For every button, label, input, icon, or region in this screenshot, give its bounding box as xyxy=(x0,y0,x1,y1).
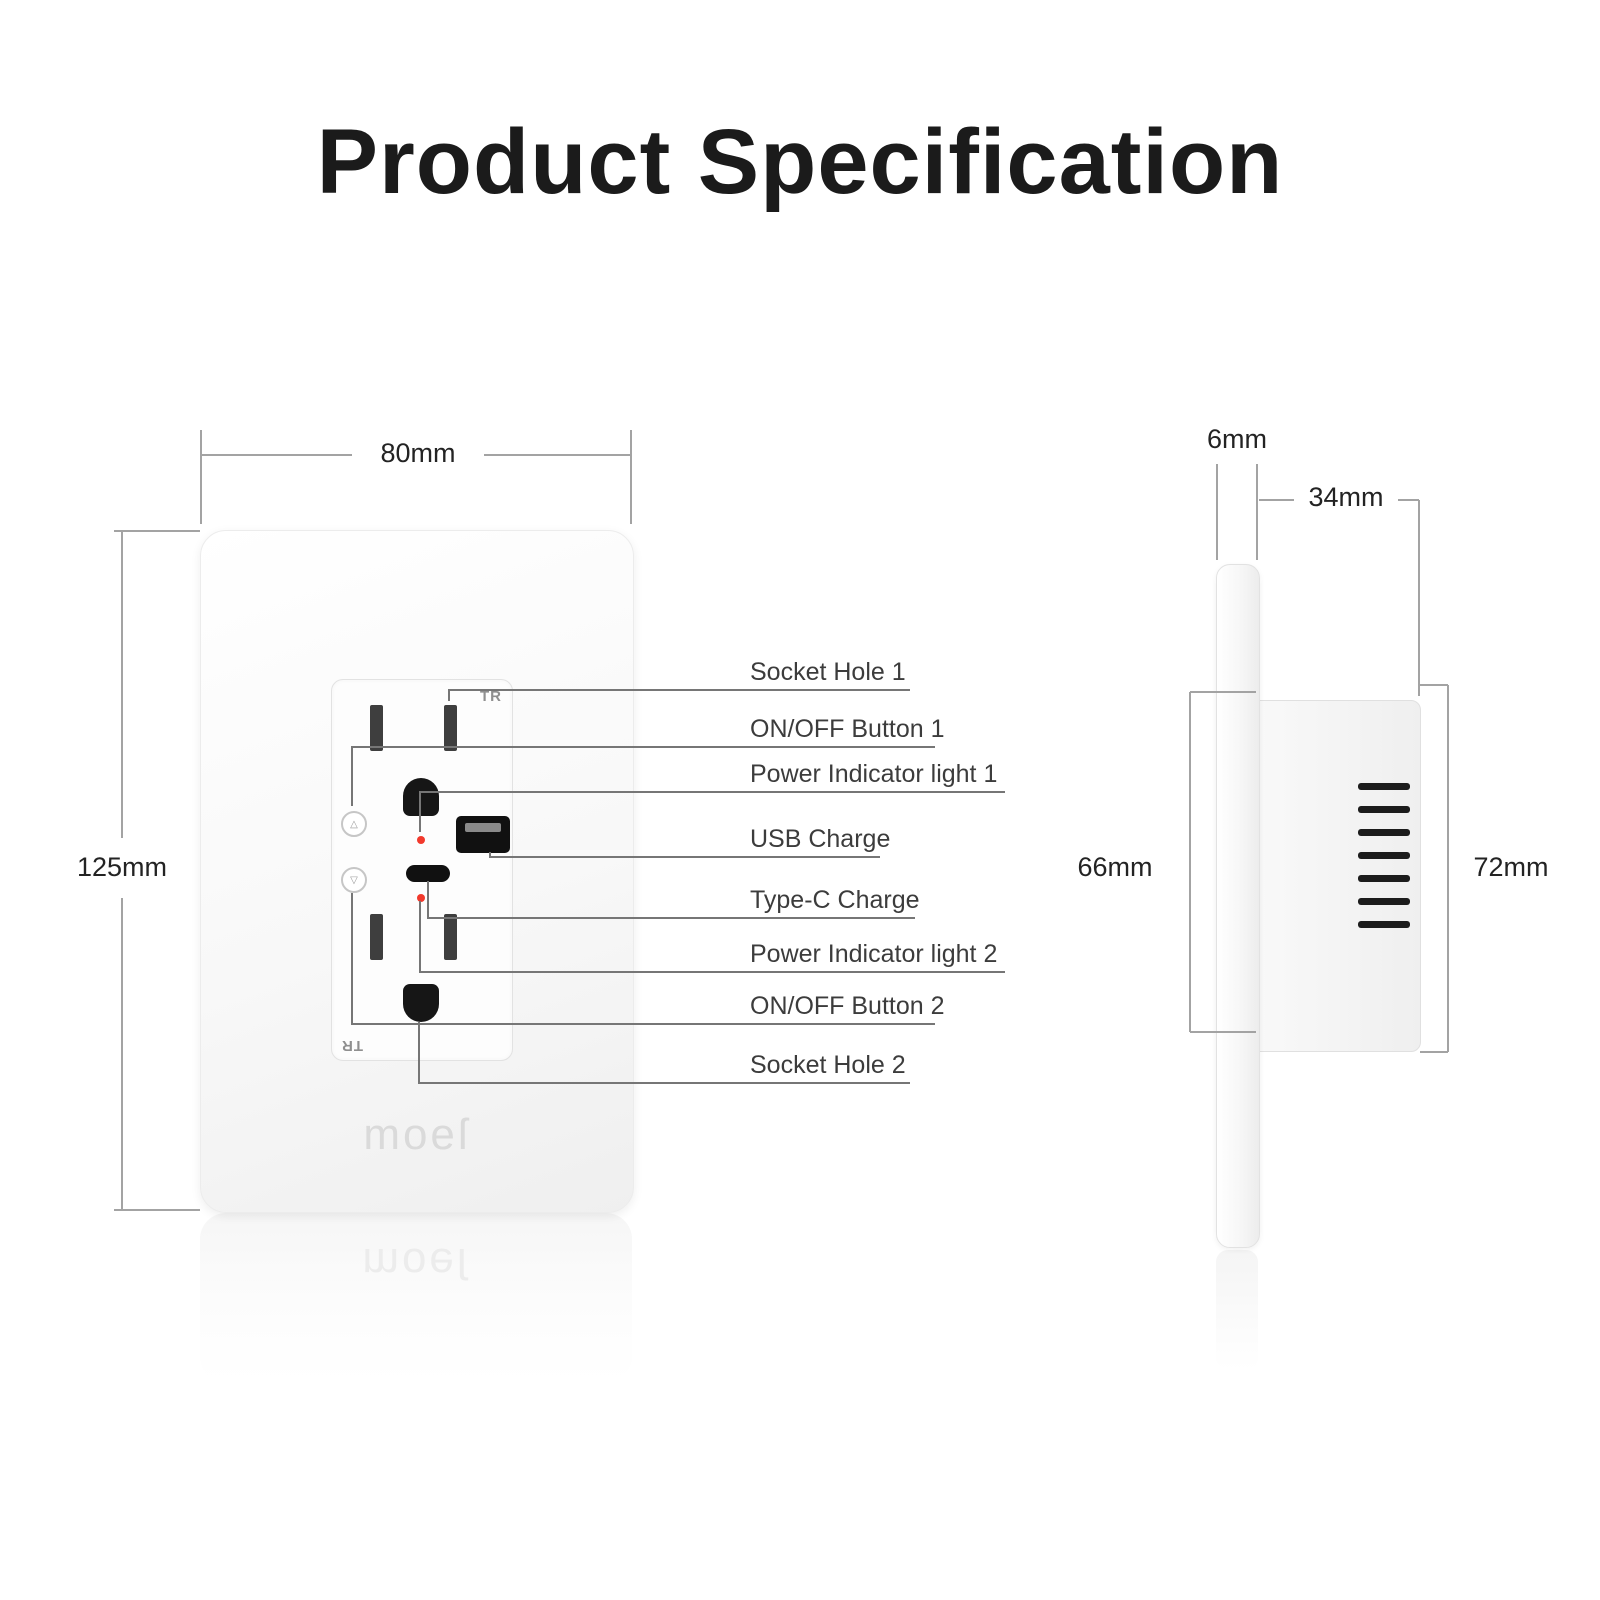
label-on-off-button-2: ON/OFF Button 2 xyxy=(750,992,945,1020)
side-view-faceplate xyxy=(1216,564,1260,1248)
leader-line-on-off-button-2 xyxy=(351,893,935,1025)
vent-slot xyxy=(1358,898,1410,905)
socket-1-slot-right xyxy=(444,705,457,751)
dimension-front-width: 80mm xyxy=(380,438,456,468)
leader-line-usb-charge xyxy=(489,852,880,858)
vent-slot xyxy=(1358,852,1410,859)
dimension-66mm-lines xyxy=(1189,691,1256,1033)
socket-2-slot-left xyxy=(370,914,383,960)
label-usb-charge: USB Charge xyxy=(750,825,891,853)
dimension-72mm-lines xyxy=(1420,684,1449,1053)
leader-line-socket-hole-2 xyxy=(418,1022,910,1084)
leader-line-socket-hole-1 xyxy=(448,689,910,701)
dimension-plate-thickness: 6mm xyxy=(1207,424,1267,454)
dimension-6mm-lines xyxy=(1216,464,1258,560)
power-indicator-light-1 xyxy=(417,836,425,844)
leader-lines xyxy=(351,689,1005,1084)
on-off-button-2: ▽ xyxy=(341,867,367,893)
vent-slot xyxy=(1358,921,1410,928)
vent-slot xyxy=(1358,829,1410,836)
dimension-125mm-lines xyxy=(114,530,200,1211)
dimension-34mm-lines xyxy=(1259,499,1420,696)
side-view-reflection xyxy=(1216,1250,1258,1370)
leader-line-type-c-charge xyxy=(427,881,915,919)
usb-a-tongue xyxy=(465,823,501,832)
dimension-inner-height: 66mm xyxy=(1077,852,1153,882)
side-view-body xyxy=(1257,700,1421,1052)
type-c-port xyxy=(406,865,450,882)
leader-line-power-indicator-1 xyxy=(419,791,1005,832)
power-indicator-light-2 xyxy=(417,894,425,902)
up-triangle-icon: △ xyxy=(350,818,358,830)
socket-2-slot-right xyxy=(444,914,457,960)
label-power-indicator-light-1: Power Indicator light 1 xyxy=(750,760,998,788)
front-view-faceplate: TR △ ▽ TR moeſ xyxy=(200,530,634,1213)
dimension-outer-height: 72mm xyxy=(1473,852,1549,882)
dimension-front-height: 125mm xyxy=(76,852,168,882)
dimension-80mm-lines xyxy=(200,430,632,524)
vent-slot xyxy=(1358,806,1410,813)
outlet-mechanism: TR △ ▽ TR xyxy=(331,679,513,1061)
leader-line-on-off-button-1 xyxy=(351,746,935,806)
moes-logo: moeſ xyxy=(363,1110,471,1159)
page-title: Product Specification xyxy=(316,111,1284,213)
socket-2-ground-hole xyxy=(403,984,439,1022)
front-view-reflection xyxy=(200,1213,632,1383)
label-socket-hole-1: Socket Hole 1 xyxy=(750,658,906,686)
socket-1-slot-left xyxy=(370,705,383,751)
vent-slot xyxy=(1358,783,1410,790)
label-socket-hole-2: Socket Hole 2 xyxy=(750,1051,906,1079)
on-off-button-1: △ xyxy=(341,811,367,837)
dimension-depth: 34mm xyxy=(1308,482,1384,512)
label-on-off-button-1: ON/OFF Button 1 xyxy=(750,715,945,743)
down-triangle-icon: ▽ xyxy=(350,874,358,886)
label-power-indicator-light-2: Power Indicator light 2 xyxy=(750,940,998,968)
leader-line-power-indicator-2 xyxy=(419,901,1005,973)
vent-slot xyxy=(1358,875,1410,882)
label-type-c-charge: Type-C Charge xyxy=(750,886,920,914)
usb-a-port xyxy=(456,816,510,853)
tamper-resistant-mark-top: TR xyxy=(480,688,502,705)
